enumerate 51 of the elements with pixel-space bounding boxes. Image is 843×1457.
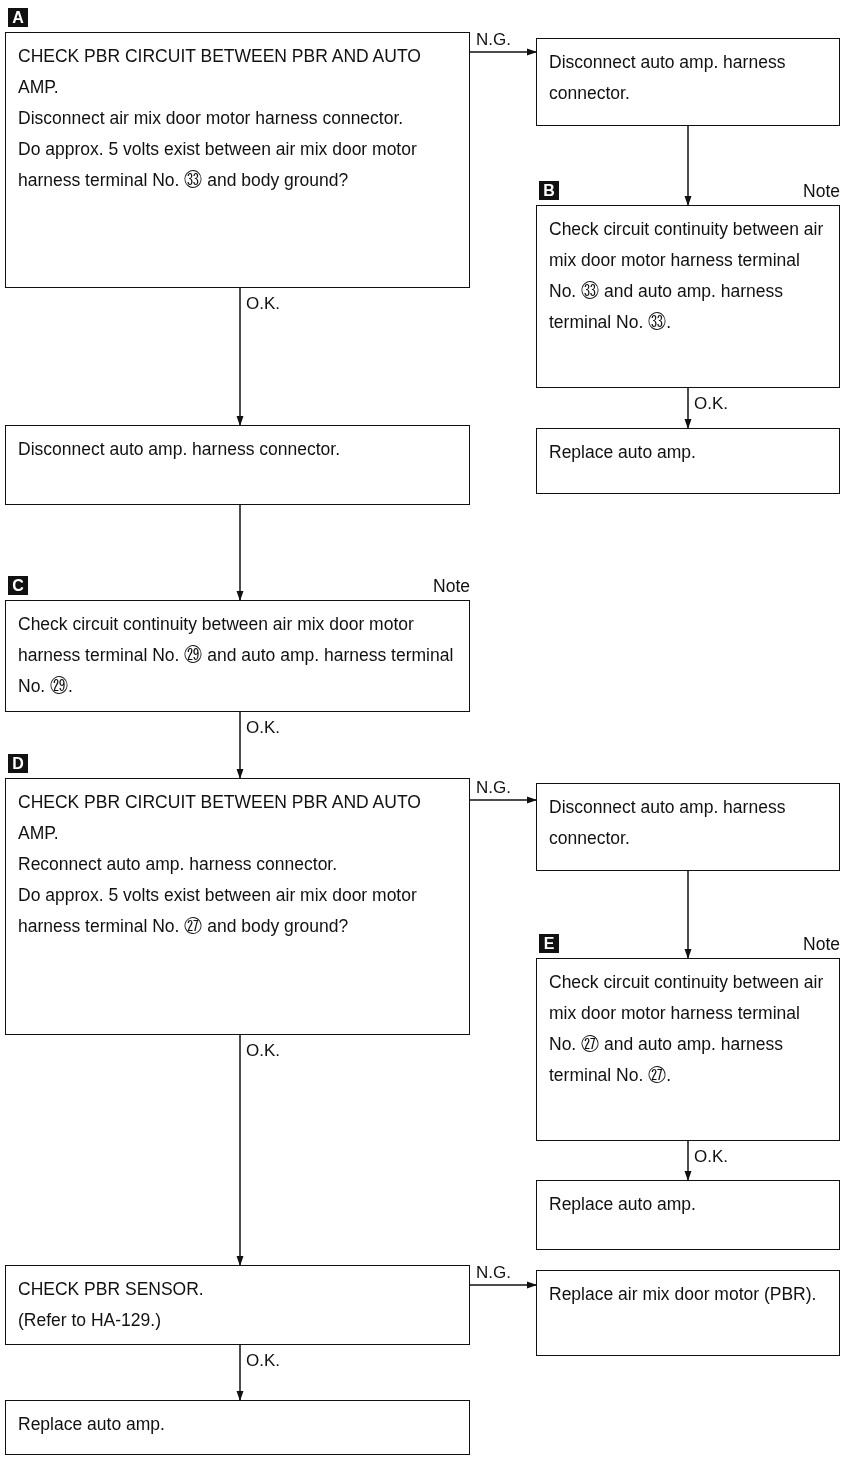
step-text: Replace air mix door motor (PBR). [549, 1283, 818, 1306]
step-box [536, 205, 840, 388]
step-text: Check circuit continuity between air mix door motor harness terminal No. ㉗ and auto amp. harness terminal No. ㉗. [549, 971, 825, 1087]
step-box [5, 32, 470, 288]
arrow [469, 796, 537, 804]
step-text: Check circuit continuity between air mix door motor harness terminal No. ㉝ and auto amp. harness terminal No. ㉝. [549, 218, 825, 334]
step-text: Disconnect auto amp. harness connector. [549, 51, 787, 105]
arrow [469, 48, 537, 56]
step-text: CHECK PBR SENSOR. [18, 1278, 205, 1301]
step-box [5, 425, 470, 505]
step-text: Disconnect air mix door motor harness connector. [18, 107, 405, 130]
step-text: Replace auto amp. [549, 441, 697, 464]
step-text: Replace auto amp. [549, 1193, 697, 1216]
step-marker: C [8, 576, 28, 595]
step-text: Check circuit continuity between air mix door motor harness terminal No. ㉙ and auto amp. harness terminal No. ㉙. [18, 613, 455, 698]
arrow [684, 125, 692, 206]
step-box [5, 1400, 470, 1455]
step-text: Disconnect auto amp. harness connector. [549, 796, 787, 850]
step-text: CHECK PBR CIRCUIT BETWEEN PBR AND AUTO AMP. [18, 791, 422, 845]
step-marker: A [8, 8, 28, 27]
arrow [469, 1281, 537, 1289]
step-text: Reconnect auto amp. harness connector. [18, 853, 339, 876]
step-box [5, 1265, 470, 1345]
step-text: Replace auto amp. [18, 1413, 166, 1436]
arrow [236, 287, 244, 426]
step-text: (Refer to HA-129.) [18, 1309, 162, 1332]
step-marker: D [8, 754, 28, 773]
step-text: Disconnect auto amp. harness connector. [18, 438, 341, 461]
arrow [684, 870, 692, 959]
arrow [236, 1034, 244, 1266]
step-text: CHECK PBR CIRCUIT BETWEEN PBR AND AUTO AMP. [18, 45, 422, 99]
step-text: Do approx. 5 volts exist between air mix door motor harness terminal No. ㉗ and body ground? [18, 884, 418, 938]
step-marker: E [539, 934, 559, 953]
note-label: Note [803, 934, 840, 955]
step-box [536, 958, 840, 1141]
step-box [536, 1180, 840, 1250]
step-text: Do approx. 5 volts exist between air mix door motor harness terminal No. ㉝ and body ground? [18, 138, 418, 192]
step-box [536, 38, 840, 126]
step-marker: B [539, 181, 559, 200]
step-box [536, 783, 840, 871]
step-box [536, 428, 840, 494]
arrow [684, 387, 692, 429]
step-box [5, 778, 470, 1035]
note-label: Note [803, 181, 840, 202]
arrow [236, 1344, 244, 1401]
note-label: Note [433, 576, 470, 597]
arrow [236, 711, 244, 779]
step-box [536, 1270, 840, 1356]
step-box [5, 600, 470, 712]
arrow [684, 1140, 692, 1181]
arrow [236, 504, 244, 601]
